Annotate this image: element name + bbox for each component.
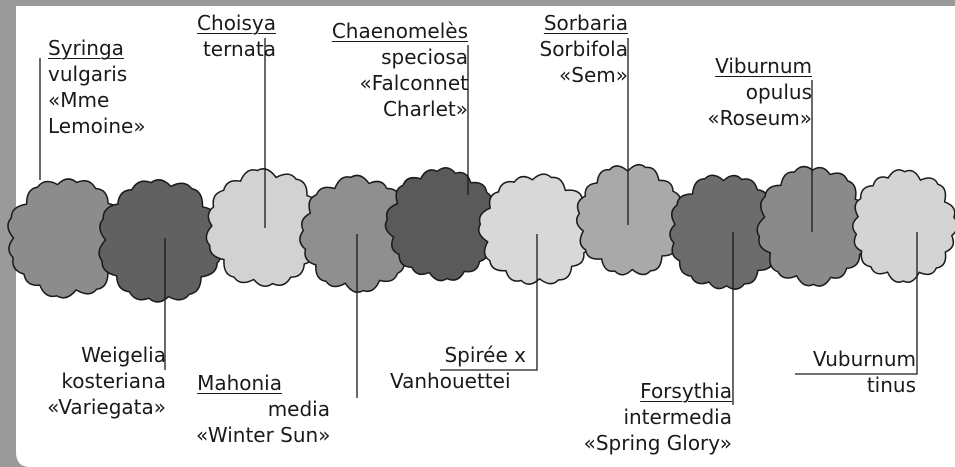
shrub-weigelia — [98, 179, 223, 303]
label-syringa-line4: Lemoine» — [48, 114, 146, 138]
label-spiree-line1: Spirée x — [444, 343, 526, 367]
label-chaenomeles-line3: «Falconnet — [359, 71, 468, 95]
label-forsythia-line1: Forsythia — [640, 379, 732, 403]
label-mahonia-line3: «Winter Sun» — [196, 423, 331, 447]
label-sorbaria: Sorbaria Sorbifola «Sem» — [516, 10, 629, 88]
label-syringa: Syringa vulgaris «Mme Lemoine» — [48, 35, 146, 139]
label-sorbaria-line1: Sorbaria — [543, 11, 628, 35]
label-syringa-line3: «Mme — [48, 88, 110, 112]
label-weigelia: Weigelia kosteriana «Variegata» — [36, 342, 166, 420]
label-choisya-line2: ternata — [202, 37, 276, 61]
label-mahonia-line2: media — [267, 397, 330, 421]
label-syringa-line2: vulgaris — [48, 62, 128, 86]
leader-line-vuburnum — [795, 232, 918, 375]
label-viburnum-line2: opulus — [745, 80, 812, 104]
label-chaenomeles-line2: speciosa — [381, 45, 468, 69]
label-viburnum-line3: «Roseum» — [707, 106, 812, 130]
shrub-spiree — [478, 173, 594, 285]
label-chaenomeles-line1: Chaenomelès — [331, 19, 468, 43]
label-spiree-line2: Vanhouettei — [390, 369, 511, 393]
label-mahonia-line1: Mahonia — [197, 371, 282, 395]
label-forsythia-line3: «Spring Glory» — [583, 431, 732, 455]
label-forsythia-line2: intermedia — [623, 405, 732, 429]
label-mahonia: Mahonia media «Winter Sun» — [196, 370, 330, 448]
label-choisya-line1: Choisya — [197, 11, 276, 35]
label-sorbaria-line2: Sorbifola — [539, 37, 629, 61]
leader-lines — [39, 38, 918, 405]
shrub-syringa — [7, 178, 128, 299]
label-sorbaria-line3: «Sem» — [559, 63, 628, 87]
label-weigelia-line3: «Variegata» — [47, 395, 166, 419]
label-weigelia-line2: kosteriana — [61, 369, 166, 393]
label-spiree: Spirée x Vanhouettei — [390, 342, 526, 394]
label-syringa-line1: Syringa — [48, 36, 124, 60]
label-chaenomeles-line4: Charlet» — [382, 97, 468, 121]
label-vuburnum-line2: tinus — [866, 373, 916, 397]
label-viburnum-line1: Viburnum — [715, 54, 812, 78]
label-vuburnum: Vuburnum tinus — [792, 346, 916, 398]
leader-line-spiree — [440, 234, 538, 371]
shrub-vuburnum — [852, 169, 955, 283]
label-forsythia: Forsythia intermedia «Spring Glory» — [554, 378, 732, 456]
shrub-row — [7, 163, 955, 303]
label-chaenomeles: Chaenomelès speciosa «Falconnet Charlet» — [306, 18, 468, 122]
label-viburnum: Viburnum opulus «Roseum» — [690, 53, 812, 131]
label-weigelia-line1: Weigelia — [81, 343, 166, 367]
shrub-sorbaria — [575, 163, 684, 276]
label-choisya: Choisya ternata — [172, 10, 276, 62]
label-vuburnum-line1: Vuburnum — [812, 347, 916, 371]
